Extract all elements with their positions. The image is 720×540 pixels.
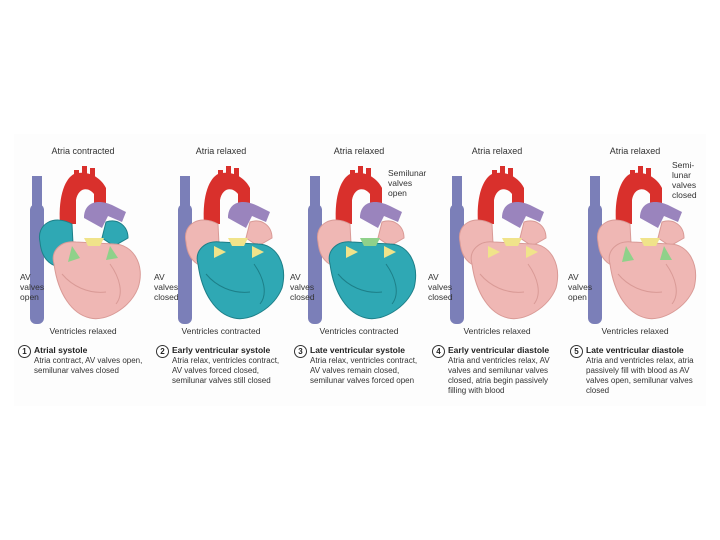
step-description: Atria contract, AV valves open, semiluna… [34,356,152,376]
step-description: Atria relax, ventricles contract, AV val… [172,356,290,386]
panel-early-ventricular-systole: Atria relaxed AV valves closed Ventricle… [152,134,290,406]
step-number: 5 [570,345,583,358]
semilunar-valve-note: Semilunar valves open [388,168,426,198]
panel-bottom-label: Ventricles relaxed [14,326,152,336]
av-valve-note: AV valves open [568,272,592,302]
panel-atrial-systole: Atria contracted AV valves open Ventricl… [14,134,152,406]
panel-late-ventricular-systole: Atria relaxed AV valves closed Semilunar… [290,134,428,406]
step-description: Atria and ventricles relax, AV valves an… [448,356,566,396]
av-valve-note: AV valves closed [154,272,179,302]
panel-bottom-label: Ventricles contracted [152,326,290,336]
step-title: Early ventricular diastole [448,345,549,355]
step-number: 1 [18,345,31,358]
av-valve-note: AV valves closed [428,272,453,302]
step-description: Atria relax, ventricles contract, AV val… [310,356,428,386]
step-title: Atrial systole [34,345,87,355]
semilunar-valve-note: Semi- lunar valves closed [672,160,697,200]
step-number: 4 [432,345,445,358]
panel-early-ventricular-diastole: Atria relaxed AV valves closed Ventricle… [428,134,566,406]
cardiac-cycle-figure: Atria contracted AV valves open Ventricl… [14,134,706,406]
step-title: Late ventricular diastole [586,345,684,355]
step-number: 3 [294,345,307,358]
av-valve-note: AV valves open [20,272,44,302]
step-number: 2 [156,345,169,358]
panel-bottom-label: Ventricles contracted [290,326,428,336]
step-description: Atria and ventricles relax, atria passiv… [586,356,704,396]
step-title: Early ventricular systole [172,345,270,355]
panel-bottom-label: Ventricles relaxed [566,326,704,336]
av-valve-note: AV valves closed [290,272,315,302]
panel-late-ventricular-diastole: Atria relaxed AV valves open Semi- lunar… [566,134,704,406]
step-title: Late ventricular systole [310,345,405,355]
panel-bottom-label: Ventricles relaxed [428,326,566,336]
